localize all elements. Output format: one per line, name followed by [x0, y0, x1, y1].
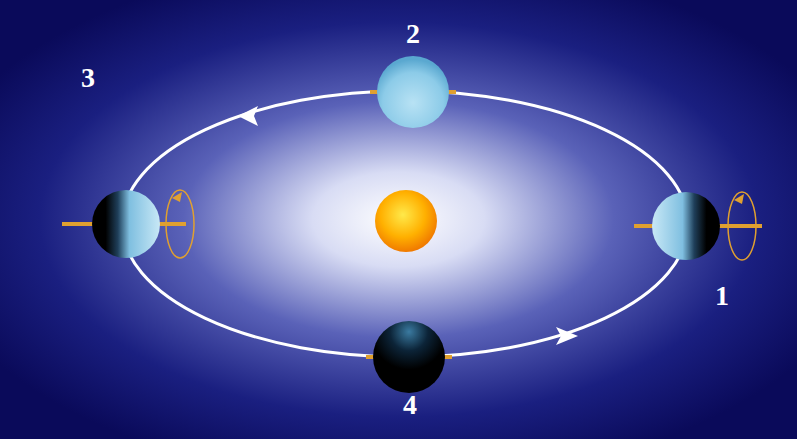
position-number: 3 — [81, 64, 95, 92]
position-number: 1 — [715, 282, 729, 310]
position-number: 4 — [403, 391, 417, 419]
position-number: 2 — [406, 20, 420, 48]
